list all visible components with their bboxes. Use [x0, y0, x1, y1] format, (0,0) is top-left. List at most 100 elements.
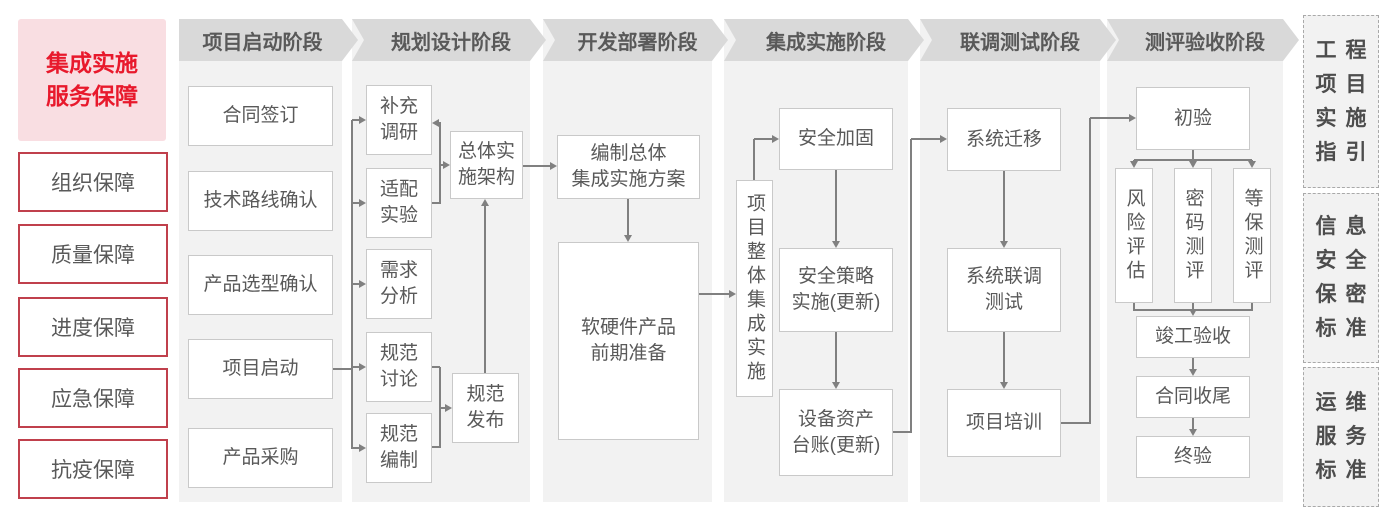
flow-line: [1192, 150, 1194, 161]
phase-header-dev-deployment: 开发部署阶段: [543, 19, 728, 61]
flow-line: [893, 431, 912, 433]
sidebar-title: 集成实施 服务保障: [18, 19, 166, 141]
arrow-down-icon: [1000, 382, 1008, 389]
arrow-right-icon: [443, 161, 450, 169]
box-crypto-evaluation: 密码测评: [1174, 168, 1212, 303]
box-spec-release: 规范 发布: [452, 373, 519, 443]
arrow-right-icon: [359, 199, 366, 207]
box-risk-assessment: 风险评估: [1115, 168, 1153, 303]
sidebar-item-quality-guarantee: 质量保障: [18, 224, 168, 284]
arrow-down-icon: [1189, 369, 1197, 376]
arrow-right-icon: [729, 290, 736, 298]
flow-line: [352, 202, 360, 204]
sidebar-item-emergency-guarantee: 应急保障: [18, 368, 168, 428]
phase-header-joint-debug-test: 联调测试阶段: [920, 19, 1116, 61]
flow-line: [432, 366, 440, 368]
flow-line: [1192, 358, 1194, 369]
arrow-down-icon: [1130, 161, 1138, 168]
box-preliminary-acceptance: 初验: [1136, 87, 1250, 150]
standard-infosec-confidentiality: 信息 安全 保密 标准: [1303, 193, 1379, 363]
arrow-down-icon: [1000, 241, 1008, 248]
flow-line: [440, 407, 446, 409]
sidebar-title-line-2: 服务保障: [46, 83, 138, 109]
flow-line: [1061, 422, 1091, 424]
box-overall-impl-architecture: 总体实 施架构: [450, 131, 523, 199]
standard-line: 标准: [1315, 317, 1376, 340]
box-spec-discussion: 规范 讨论: [366, 332, 432, 402]
flow-line: [1090, 117, 1129, 119]
arrow-right-icon: [359, 444, 366, 452]
arrow-down-icon: [1248, 161, 1256, 168]
flow-line: [1003, 332, 1005, 382]
arrow-right-icon: [550, 162, 557, 170]
arrow-right-icon: [359, 116, 366, 124]
flow-line: [352, 366, 360, 368]
sidebar-item-schedule-guarantee: 进度保障: [18, 297, 168, 357]
flow-line: [352, 447, 360, 449]
flow-line: [911, 138, 940, 140]
arrow-down-icon: [1189, 309, 1197, 316]
flow-line: [1192, 418, 1194, 429]
flow-line: [352, 119, 360, 121]
sidebar-item-epidemic-guarantee: 抗疫保障: [18, 439, 168, 499]
box-completion-acceptance: 竣工验收: [1136, 316, 1250, 358]
arrow-right-icon: [359, 280, 366, 288]
arrow-right-icon: [359, 363, 366, 371]
box-overall-project-integration: 项目整体集成实施: [736, 180, 773, 397]
flow-line: [1251, 303, 1253, 311]
sidebar-item-organization-guarantee: 组织保障: [18, 152, 168, 212]
box-product-procurement: 产品采购: [188, 428, 333, 488]
box-spec-drafting: 规范 编制: [366, 413, 432, 483]
box-requirement-analysis: 需求 分析: [366, 249, 432, 319]
flow-line: [910, 139, 912, 432]
flow-line: [1133, 303, 1135, 311]
box-contract-signing: 合同签订: [188, 86, 333, 146]
phase-header-project-kickoff: 项目启动阶段: [179, 19, 358, 61]
flow-line: [627, 199, 629, 235]
sidebar-title-line-1: 集成实施: [46, 50, 138, 76]
phase-header-eval-acceptance: 测评验收阶段: [1107, 19, 1299, 61]
flow-line: [484, 206, 486, 373]
flow-line: [754, 138, 772, 140]
flow-line: [753, 139, 755, 180]
standard-line: 保密: [1315, 283, 1376, 306]
standard-line: 信息: [1315, 215, 1376, 238]
flow-line: [440, 164, 444, 166]
phase-header-integration-impl: 集成实施阶段: [724, 19, 924, 61]
box-contract-closure: 合同收尾: [1136, 376, 1250, 418]
standard-line: 运维: [1315, 391, 1376, 414]
arrow-left-icon: [432, 119, 439, 127]
box-hw-sw-preparation: 软硬件产品 前期准备: [558, 242, 699, 440]
box-classified-protection-evaluation: 等保测评: [1233, 168, 1271, 303]
box-tech-route-confirm: 技术路线确认: [188, 171, 333, 231]
flow-line: [1089, 118, 1091, 423]
arrow-right-icon: [940, 135, 947, 143]
box-security-policy-update: 安全策略 实施(更新): [779, 248, 893, 332]
box-adaptation-experiment: 适配 实验: [366, 168, 432, 238]
box-project-training: 项目培训: [947, 389, 1061, 457]
flow-line: [1003, 171, 1005, 241]
arrow-down-icon: [1189, 429, 1197, 436]
flow-line: [432, 446, 440, 448]
flow-line: [835, 332, 837, 382]
box-overall-integration-plan: 编制总体 集成实施方案: [557, 135, 700, 199]
flow-line: [1192, 303, 1194, 310]
box-product-selection-confirm: 产品选型确认: [188, 255, 333, 315]
flow-line: [439, 123, 441, 204]
arrow-right-icon: [772, 135, 779, 143]
box-system-migration: 系统迁移: [947, 108, 1061, 171]
standard-project-implementation-guide: 工程 项目 实施 指引: [1303, 15, 1379, 188]
arrow-up-icon: [481, 199, 489, 206]
flow-line: [439, 367, 441, 448]
arrow-right-icon: [445, 404, 452, 412]
box-joint-debug-test: 系统联调 测试: [947, 248, 1061, 332]
box-asset-ledger-update: 设备资产 台账(更新): [779, 389, 893, 476]
standard-line: 服务: [1315, 425, 1376, 448]
standard-line: 标准: [1315, 459, 1376, 482]
arrow-down-icon: [1189, 161, 1197, 168]
flow-line: [438, 122, 441, 124]
box-project-kickoff: 项目启动: [188, 339, 333, 399]
flow-line: [835, 170, 837, 241]
standard-line: 工程: [1315, 38, 1376, 62]
